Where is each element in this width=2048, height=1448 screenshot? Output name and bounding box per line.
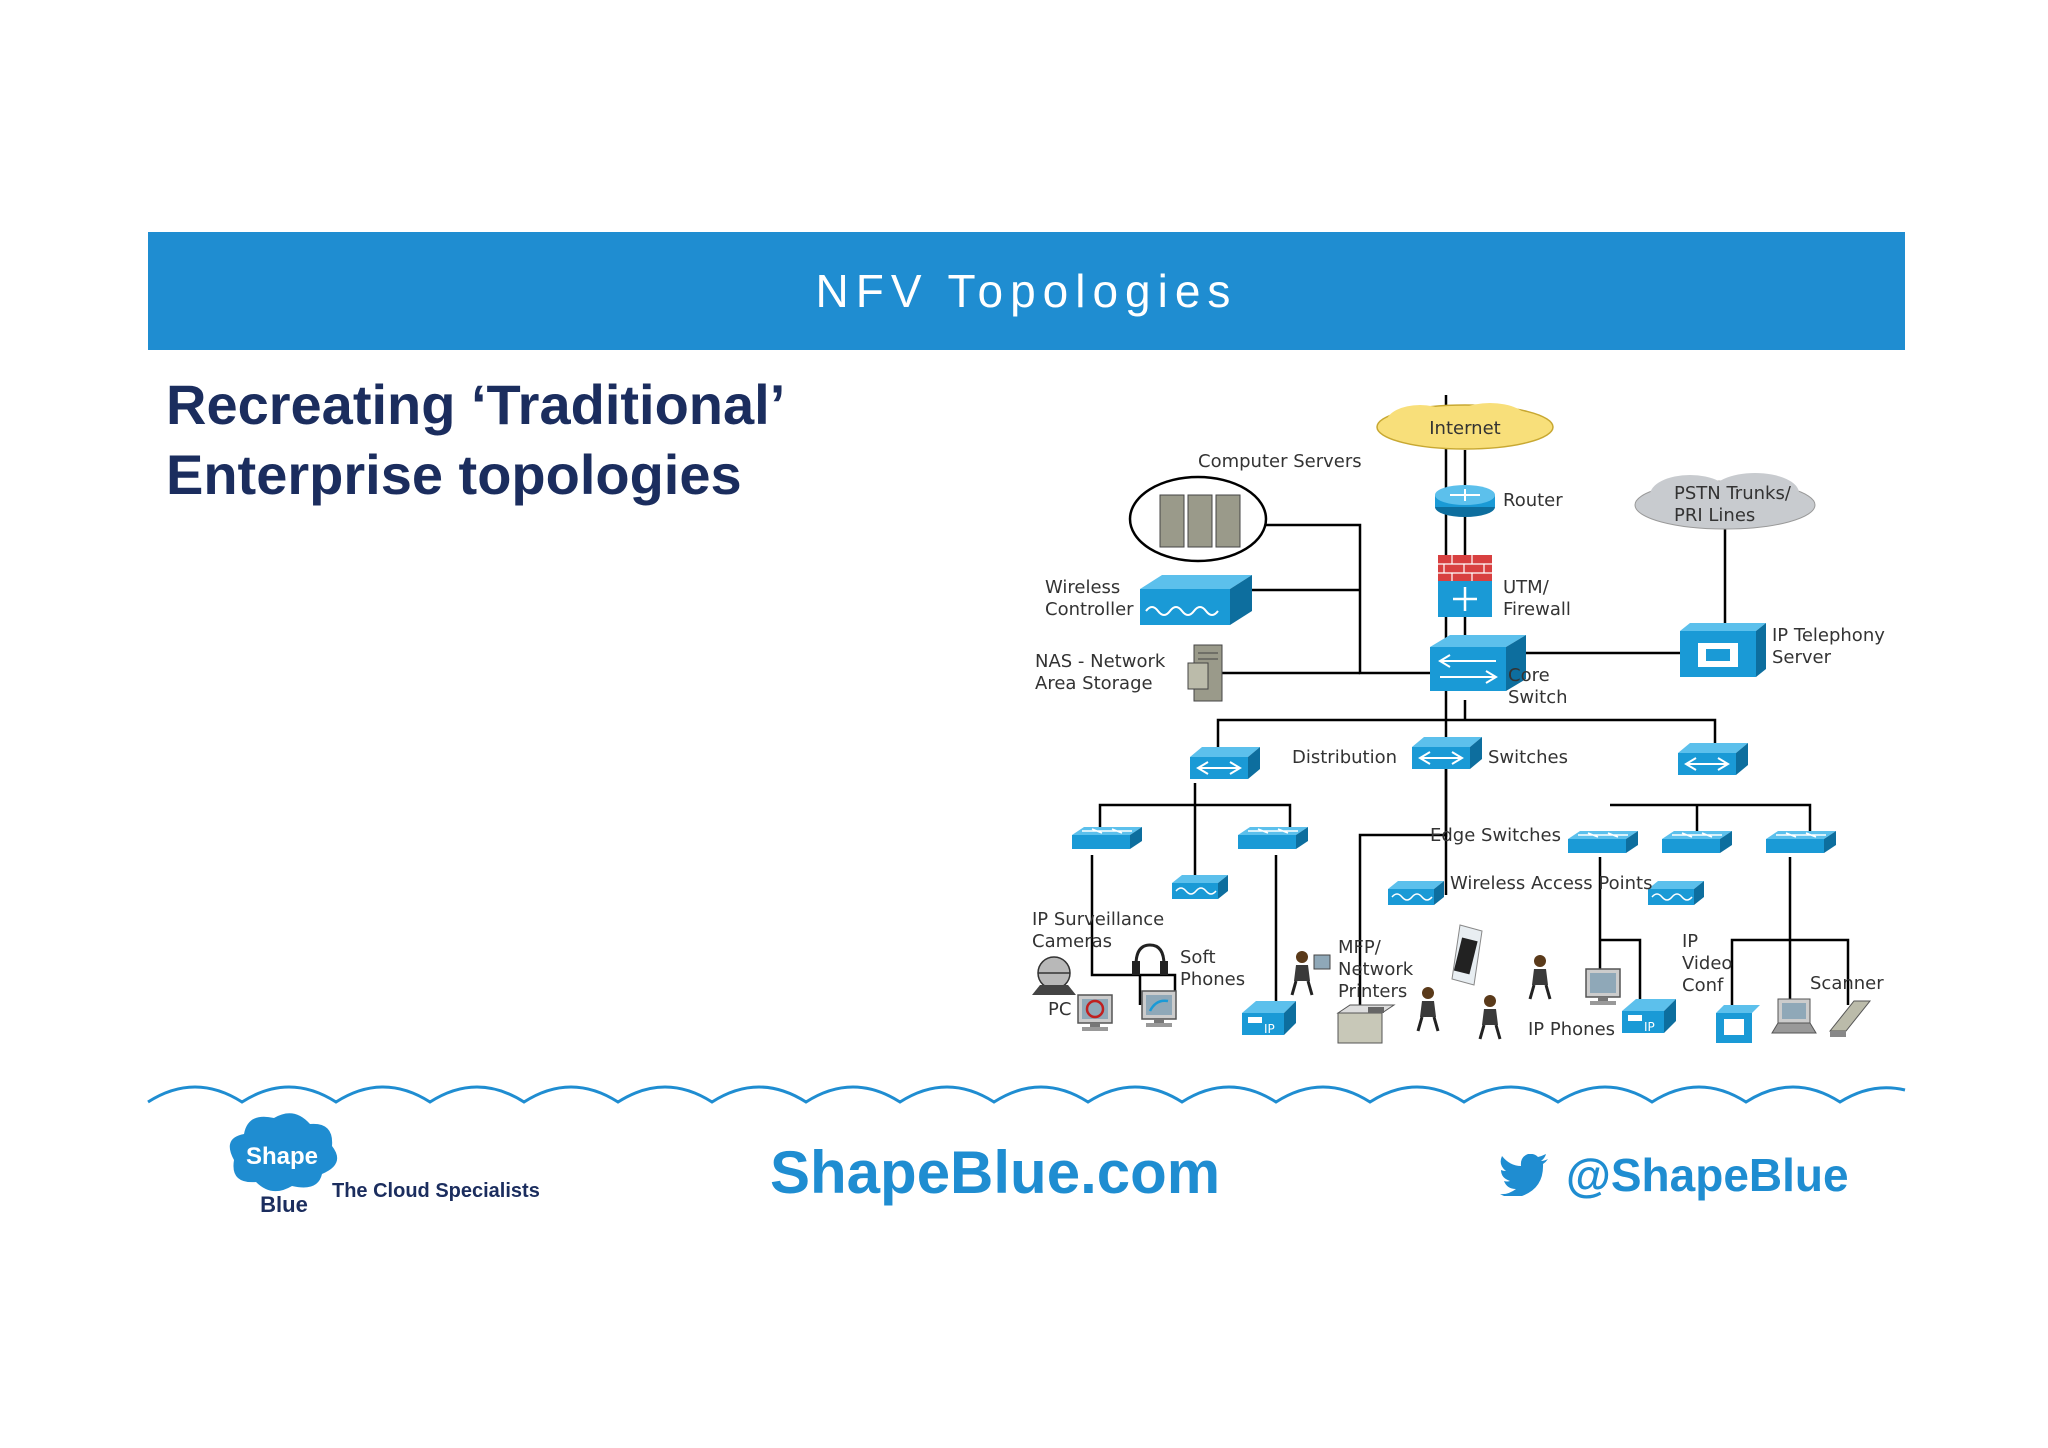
label-mfp-2: Network	[1338, 959, 1414, 980]
website-link[interactable]: ShapeBlue.com	[770, 1139, 1221, 1206]
slide-heading: Recreating ‘Traditional’ Enterprise topo…	[166, 370, 926, 510]
heading-line-1: Recreating ‘Traditional’	[166, 373, 786, 436]
label-core-1: Core	[1508, 665, 1550, 686]
label-wireless-ap: Wireless Access Points	[1450, 873, 1652, 894]
user-2-icon	[1478, 993, 1502, 1041]
label-mfp-3: Printers	[1338, 981, 1407, 1002]
label-mfp-1: MFP/	[1338, 937, 1382, 958]
logo-blue-text: Blue	[260, 1192, 308, 1216]
wireless-ap-1-icon	[1171, 874, 1229, 900]
label-scanner: Scanner	[1810, 973, 1884, 994]
twitter-bird-icon	[1500, 1154, 1548, 1196]
video-conf-icon	[1716, 1005, 1760, 1043]
label-distribution: Distribution	[1292, 747, 1397, 768]
label-internet: Internet	[1429, 418, 1500, 439]
label-edge-switches: Edge Switches	[1430, 825, 1561, 846]
edge-switch-5-icon	[1765, 830, 1837, 854]
label-ip-telephony-1: IP Telephony	[1772, 625, 1885, 646]
wireless-controller-icon	[1140, 575, 1252, 625]
scanner-icon	[1828, 1000, 1872, 1037]
distribution-switch-center-icon	[1411, 736, 1483, 770]
core-switch-icon	[1430, 635, 1526, 691]
label-wireless-2: Controller	[1045, 599, 1134, 620]
edge-switch-3-icon	[1567, 830, 1639, 854]
headset-icon	[1132, 943, 1168, 975]
label-nas-1: NAS - Network	[1035, 651, 1166, 672]
wireless-ap-3-icon	[1647, 880, 1705, 906]
label-computer-servers: Computer Servers	[1198, 451, 1362, 472]
label-ip-telephony-2: Server	[1772, 647, 1832, 668]
user-1-icon	[1416, 985, 1440, 1033]
internet-cloud-icon	[1376, 403, 1554, 450]
camera-icon	[1032, 956, 1076, 995]
label-pc: PC	[1048, 999, 1071, 1020]
label-pstn-1: PSTN Trunks/	[1674, 483, 1792, 504]
ip-phone-2-icon: IP	[1622, 999, 1676, 1034]
edge-switch-2-icon	[1237, 826, 1309, 850]
label-nas-2: Area Storage	[1035, 673, 1153, 694]
ip-badge-1: IP	[1264, 1022, 1275, 1036]
label-wireless-1: Wireless	[1045, 577, 1120, 598]
label-switches: Switches	[1488, 747, 1568, 768]
topology-svg: Internet Router Computer Servers PSTN Tr…	[1032, 395, 1885, 1044]
shapeblue-logo: Shape Blue	[229, 1113, 338, 1216]
edge-switch-1-icon	[1071, 826, 1143, 850]
label-ip-video-3: Conf	[1682, 975, 1724, 996]
label-router: Router	[1503, 490, 1563, 511]
connection-lines	[1053, 395, 1850, 1035]
edge-switch-4-icon	[1661, 830, 1733, 854]
distribution-switch-right-icon	[1677, 742, 1749, 776]
printer-icon	[1336, 1004, 1396, 1044]
label-ip-phones: IP Phones	[1528, 1019, 1615, 1040]
firewall-icon	[1438, 555, 1492, 617]
computer-servers-icon	[1128, 475, 1268, 563]
ip-telephony-server-icon	[1680, 623, 1766, 677]
ip-phone-1-icon: IP	[1242, 1001, 1296, 1036]
label-utm-1: UTM/	[1503, 577, 1550, 598]
router-icon	[1435, 485, 1495, 517]
label-soft-2: Phones	[1180, 969, 1245, 990]
footer-wave	[147, 1085, 1906, 1104]
twitter-handle[interactable]: @ShapeBlue	[1566, 1149, 1849, 1201]
slide-title: NFV Topologies	[815, 265, 1238, 317]
nas-storage-icon	[1187, 644, 1223, 702]
label-core-2: Switch	[1508, 687, 1568, 708]
heading-line-2: Enterprise topologies	[166, 443, 742, 506]
pstn-cloud-icon	[1634, 473, 1816, 530]
pc-icon	[1077, 994, 1113, 1032]
soft-phone-pc-icon	[1141, 990, 1177, 1028]
tagline: The Cloud Specialists	[332, 1180, 540, 1202]
workstation-user-icon	[1290, 949, 1331, 997]
label-ip-surveillance: IP Surveillance	[1032, 909, 1164, 930]
label-ip-video-1: IP	[1682, 931, 1698, 952]
twitter-block[interactable]: @ShapeBlue	[1500, 1148, 1849, 1202]
network-topology-diagram: Internet Router Computer Servers PSTN Tr…	[1020, 395, 1940, 1080]
wireless-ap-2-icon	[1387, 880, 1445, 906]
title-banner: NFV Topologies	[148, 232, 1905, 350]
label-soft-1: Soft	[1180, 947, 1216, 968]
distribution-switch-left-icon	[1189, 746, 1261, 780]
label-cameras: Cameras	[1032, 931, 1112, 952]
logo-shape-text: Shape	[246, 1143, 318, 1170]
label-utm-2: Firewall	[1503, 599, 1571, 620]
label-ip-video-2: Video	[1682, 953, 1732, 974]
ip-phones-monitor-icon	[1585, 968, 1621, 1006]
mobile-phone-icon	[1451, 924, 1483, 986]
label-pstn-2: PRI Lines	[1674, 505, 1755, 526]
laptop-icon	[1771, 998, 1817, 1034]
user-3-icon	[1528, 953, 1552, 1001]
ip-badge-2: IP	[1644, 1020, 1655, 1034]
